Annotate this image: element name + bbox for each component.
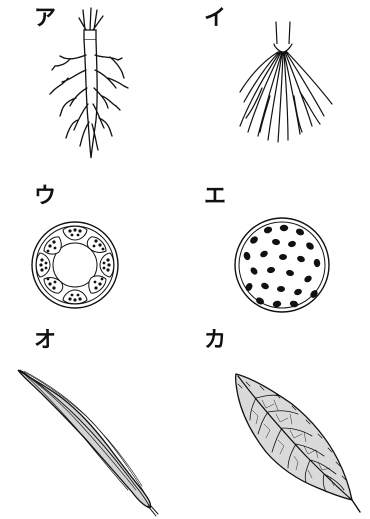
scattered-bundle-section-figure (235, 218, 329, 312)
fibrous-root-figure (240, 22, 332, 142)
parallel-vein-leaf-figure (18, 370, 158, 516)
taproot-figure (50, 8, 128, 158)
net-vein-leaf-figure (236, 374, 360, 512)
ring-bundle-section-figure (32, 222, 118, 308)
